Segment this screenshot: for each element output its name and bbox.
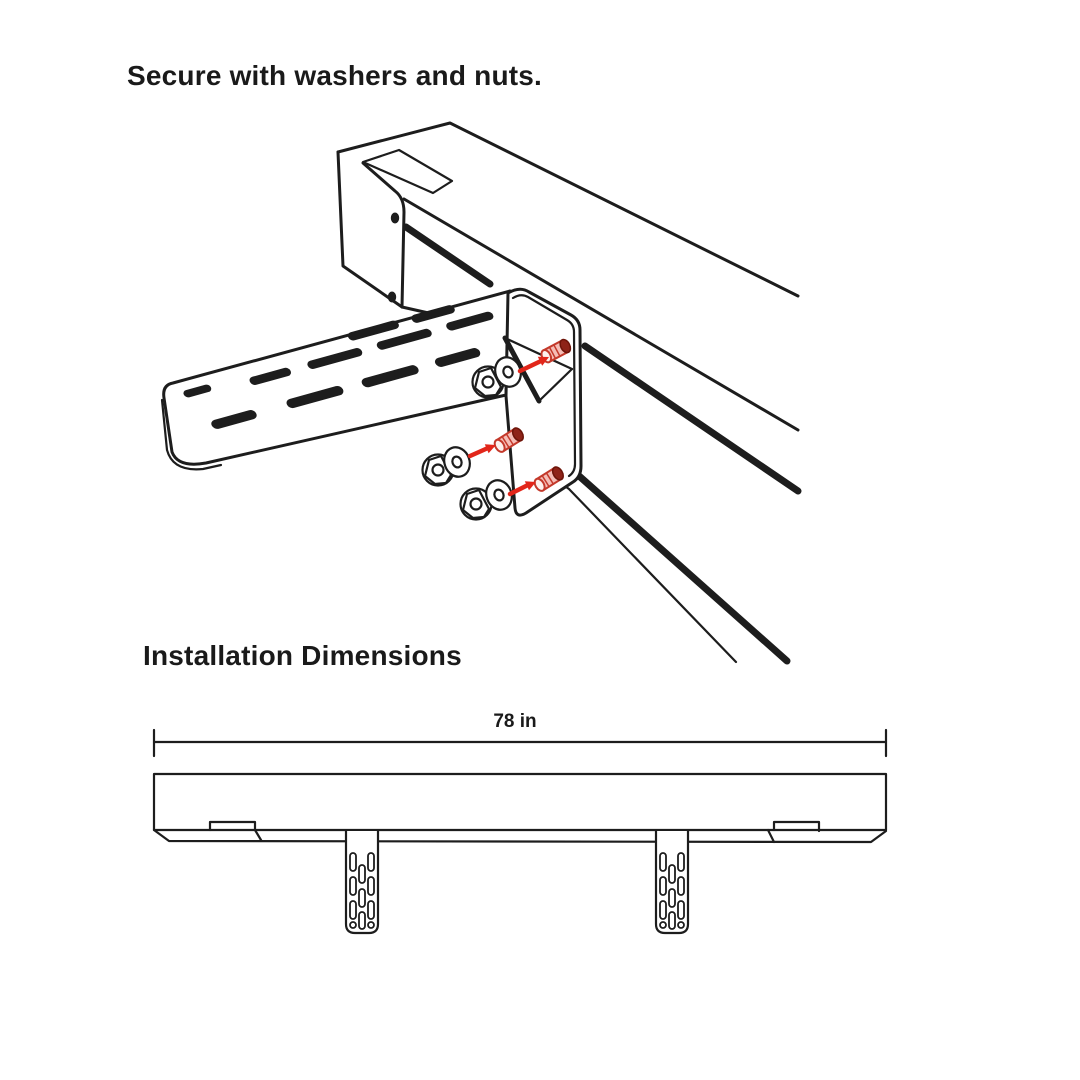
dimension-line: 78 in: [152, 711, 888, 758]
dimension-front-view: 78 in: [152, 711, 888, 935]
step-title: Secure with washers and nuts.: [127, 60, 542, 91]
width-dimension-label: 78 in: [493, 711, 536, 732]
bolt-icon: [533, 466, 564, 492]
hook-bracket: [654, 829, 690, 935]
arrow-icon: [507, 481, 536, 497]
rail-hole-dot: [387, 291, 397, 303]
hook-tab: [772, 820, 821, 833]
arm-slots: [183, 305, 494, 429]
rail-top-cutout: [361, 148, 454, 195]
bracket-arm: [160, 289, 512, 471]
hardware: [421, 338, 572, 521]
hook-bracket: [344, 829, 380, 935]
bolt-icon: [540, 338, 572, 364]
hook-tab: [208, 820, 257, 832]
arrow-icon: [467, 444, 496, 459]
rail-hole-dot: [390, 212, 400, 224]
washer-icon: [494, 356, 522, 388]
bolt-icon: [493, 427, 524, 453]
rail-front-view: [152, 772, 888, 844]
washer-icon: [485, 479, 513, 511]
bracket-slots: [659, 852, 685, 930]
rail-groove: [581, 342, 802, 495]
arrow-icon: [517, 356, 549, 374]
hex-nut-icon: [459, 487, 493, 521]
mounting-diagram: [160, 121, 802, 665]
rail-groove: [402, 223, 494, 288]
section-heading: Installation Dimensions: [143, 640, 462, 671]
bracket-slots: [349, 852, 375, 930]
rail-lower-groove: [574, 471, 791, 665]
arm-thickness-edge: [160, 398, 223, 471]
